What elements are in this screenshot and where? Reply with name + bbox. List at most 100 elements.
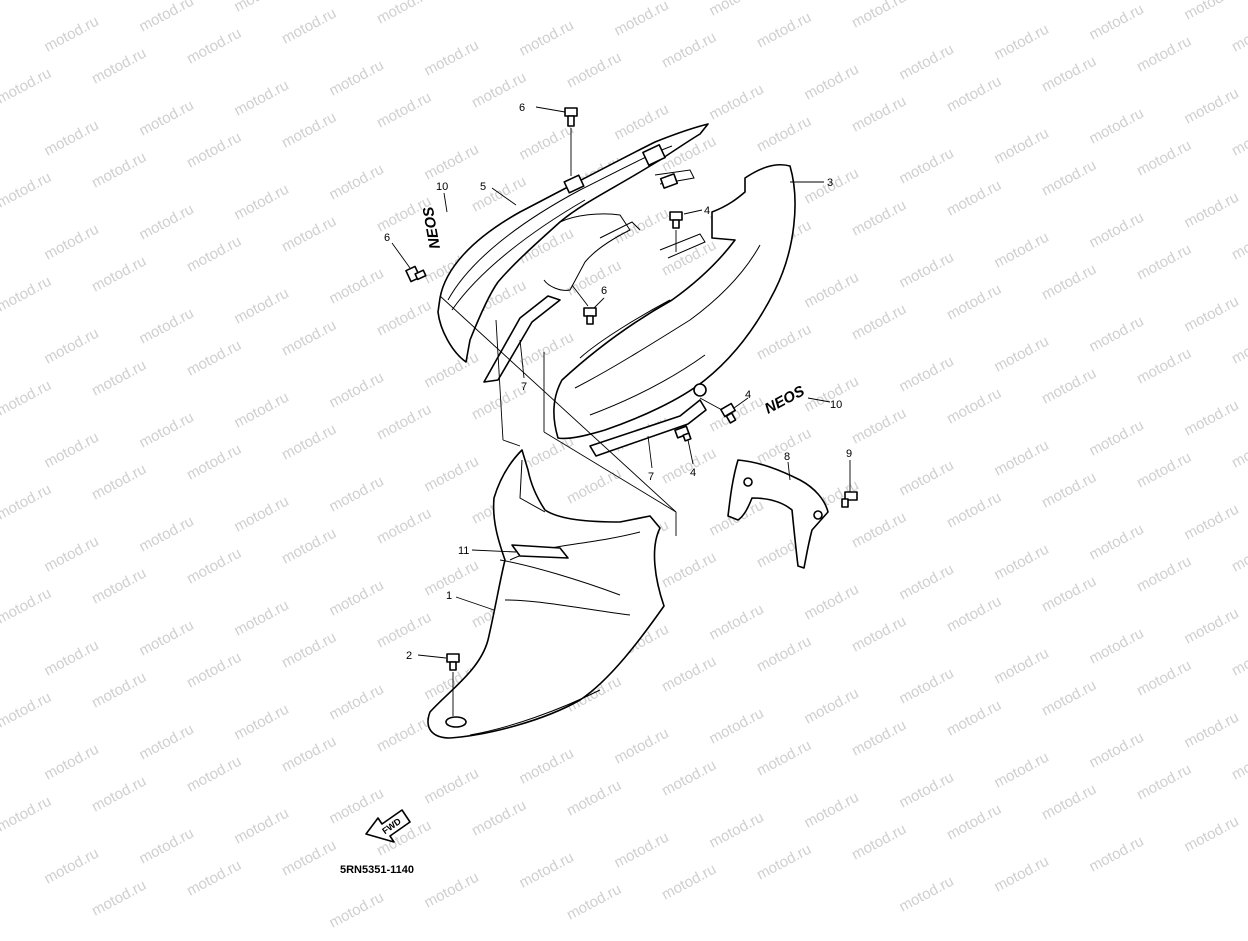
watermark-text: motod.ru (89, 149, 149, 192)
fwd-arrow-icon: FWD (365, 809, 411, 843)
watermark-text: motod.ru (896, 873, 956, 916)
watermark-text: motod.ru (564, 257, 624, 300)
watermark-text: motod.ru (706, 809, 766, 852)
callout-7-right: 7 (648, 471, 654, 483)
callout-10-left: 10 (436, 181, 448, 193)
watermark-text: motod.ru (1181, 501, 1241, 544)
watermark-text: motod.ru (849, 509, 909, 552)
watermark-text: motod.ru (89, 45, 149, 88)
watermark-text: motod.ru (0, 793, 54, 836)
watermark-text: motod.ru (41, 221, 101, 264)
watermark-text: motod.ru (1039, 365, 1099, 408)
callout-11: 11 (458, 545, 469, 557)
watermark-text: motod.ru (944, 281, 1004, 324)
watermark-text: motod.ru (1039, 677, 1099, 720)
emblem-left-text: NEOS (420, 205, 444, 250)
watermark-text: motod.ru (184, 753, 244, 796)
watermark-text: motod.ru (706, 0, 766, 20)
watermark-text: motod.ru (1229, 429, 1248, 472)
watermark-text: motod.ru (231, 285, 291, 328)
watermark-text: motod.ru (1086, 625, 1146, 668)
watermark-text: motod.ru (326, 57, 386, 100)
watermark-text: motod.ru (896, 249, 956, 292)
watermark-text: motod.ru (136, 513, 196, 556)
watermark-text: motod.ru (41, 117, 101, 160)
watermark-text: motod.ru (184, 649, 244, 692)
watermark-text: motod.ru (231, 805, 291, 848)
callout-9: 9 (846, 448, 852, 460)
leader-lines (391, 106, 851, 716)
watermark-text: motod.ru (944, 385, 1004, 428)
watermark-text: motod.ru (896, 665, 956, 708)
watermark-text: motod.ru (41, 533, 101, 576)
watermark-text: motod.ru (89, 461, 149, 504)
watermark-text: motod.ru (279, 317, 339, 360)
screw-9 (841, 491, 858, 508)
screw-4-lower (674, 425, 692, 442)
watermark-text: motod.ru (184, 233, 244, 276)
watermark-text: motod.ru (754, 321, 814, 364)
watermark-text: motod.ru (41, 637, 101, 680)
watermark-text: motod.ru (41, 429, 101, 472)
bracket (727, 459, 829, 569)
watermark-text: motod.ru (279, 837, 339, 880)
watermark-text: motod.ru (849, 405, 909, 448)
callouts: 6 5 10 6 3 4 6 7 4 10 7 4 8 9 11 1 2 (384, 102, 852, 662)
watermark-text: motod.ru (516, 849, 576, 892)
watermark-text: motod.ru (1039, 157, 1099, 200)
watermark-text: motod.ru (564, 465, 624, 508)
watermark-text: motod.ru (374, 505, 434, 548)
watermark-text: motod.ru (421, 349, 481, 392)
watermark-text: motod.ru (849, 0, 909, 32)
watermark-text: motod.ru (421, 869, 481, 912)
callout-6-left: 6 (384, 232, 390, 244)
watermark-text: motod.ru (1181, 85, 1241, 128)
watermark-text: motod.ru (1229, 117, 1248, 160)
watermark-text: motod.ru (801, 789, 861, 832)
watermark-text: motod.ru (944, 177, 1004, 220)
emblem-right-text: NEOS (762, 383, 808, 418)
watermark-text: motod.ru (184, 129, 244, 172)
watermark-text: motod.ru (611, 725, 671, 768)
watermark-text: motod.ru (611, 829, 671, 872)
callout-6-middle: 6 (601, 285, 607, 297)
watermark-text: motod.ru (991, 229, 1051, 272)
watermark-text: motod.ru (231, 181, 291, 224)
watermark-text: motod.ru (89, 565, 149, 608)
watermark-text: motod.ru (659, 549, 719, 592)
callout-5: 5 (480, 181, 486, 193)
watermark-text: motod.ru (374, 0, 434, 28)
watermark-text: motod.ru (41, 325, 101, 368)
watermark-text: motod.ru (849, 301, 909, 344)
watermark-text: motod.ru (231, 597, 291, 640)
watermark-text: motod.ru (1181, 397, 1241, 440)
watermark-text: motod.ru (944, 697, 1004, 740)
watermark-text: motod.ru (136, 721, 196, 764)
callout-2: 2 (406, 650, 412, 662)
watermark-text: motod.ru (231, 77, 291, 120)
watermark-text: motod.ru (991, 541, 1051, 584)
watermark-text: motod.ru (754, 737, 814, 780)
watermark-text: motod.ru (611, 205, 671, 248)
watermark-text: motod.ru (754, 633, 814, 676)
watermark-text: motod.ru (136, 825, 196, 868)
watermark-text: motod.ru (754, 113, 814, 156)
watermark-text: motod.ru (611, 0, 671, 40)
watermark-text: motod.ru (1086, 313, 1146, 356)
watermark-text: motod.ru (231, 0, 291, 16)
watermark-text: motod.ru (1229, 221, 1248, 264)
watermark-text: motod.ru (896, 561, 956, 604)
watermark-text: motod.ru (0, 377, 54, 420)
watermark-text: motod.ru (231, 389, 291, 432)
watermark-text: motod.ru (326, 681, 386, 724)
watermark-text: motod.ru (1134, 761, 1194, 804)
screw-6-left (405, 265, 427, 283)
watermark-text: motod.ru (279, 733, 339, 776)
callout-7-left: 7 (521, 381, 527, 393)
emblem-left: NEOS (420, 205, 444, 250)
watermark-text: motod.ru (1039, 469, 1099, 512)
watermark-text: motod.ru (849, 613, 909, 656)
screw-4-top (669, 211, 683, 229)
watermark-text: motod.ru (1181, 189, 1241, 232)
screw-4-right (720, 402, 737, 424)
